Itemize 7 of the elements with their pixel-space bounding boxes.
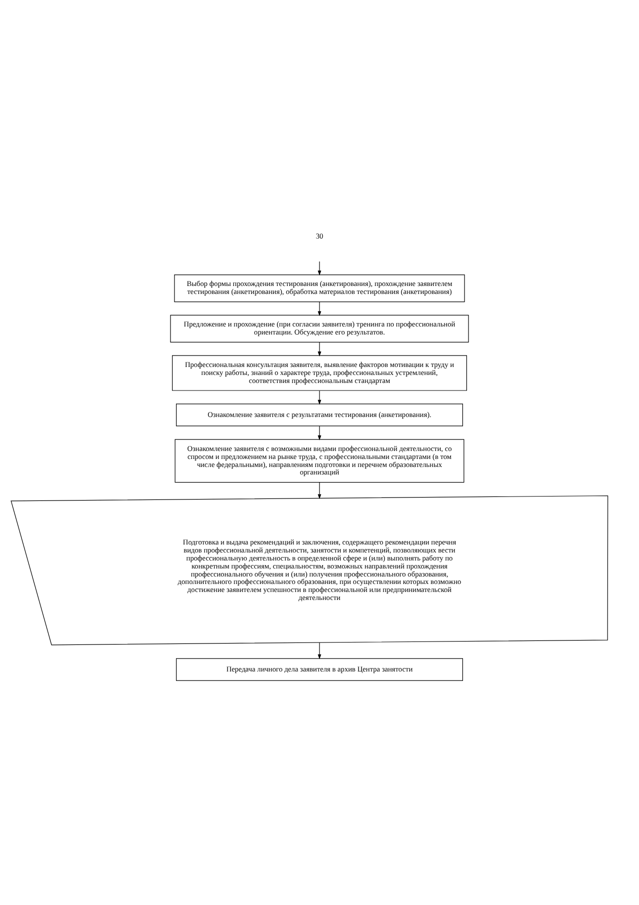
arrow	[318, 341, 322, 356]
arrow	[318, 390, 322, 404]
arrow	[318, 301, 322, 316]
arrow	[318, 260, 322, 275]
arrow	[318, 425, 322, 440]
arrow	[318, 482, 322, 499]
arrow	[318, 642, 322, 659]
